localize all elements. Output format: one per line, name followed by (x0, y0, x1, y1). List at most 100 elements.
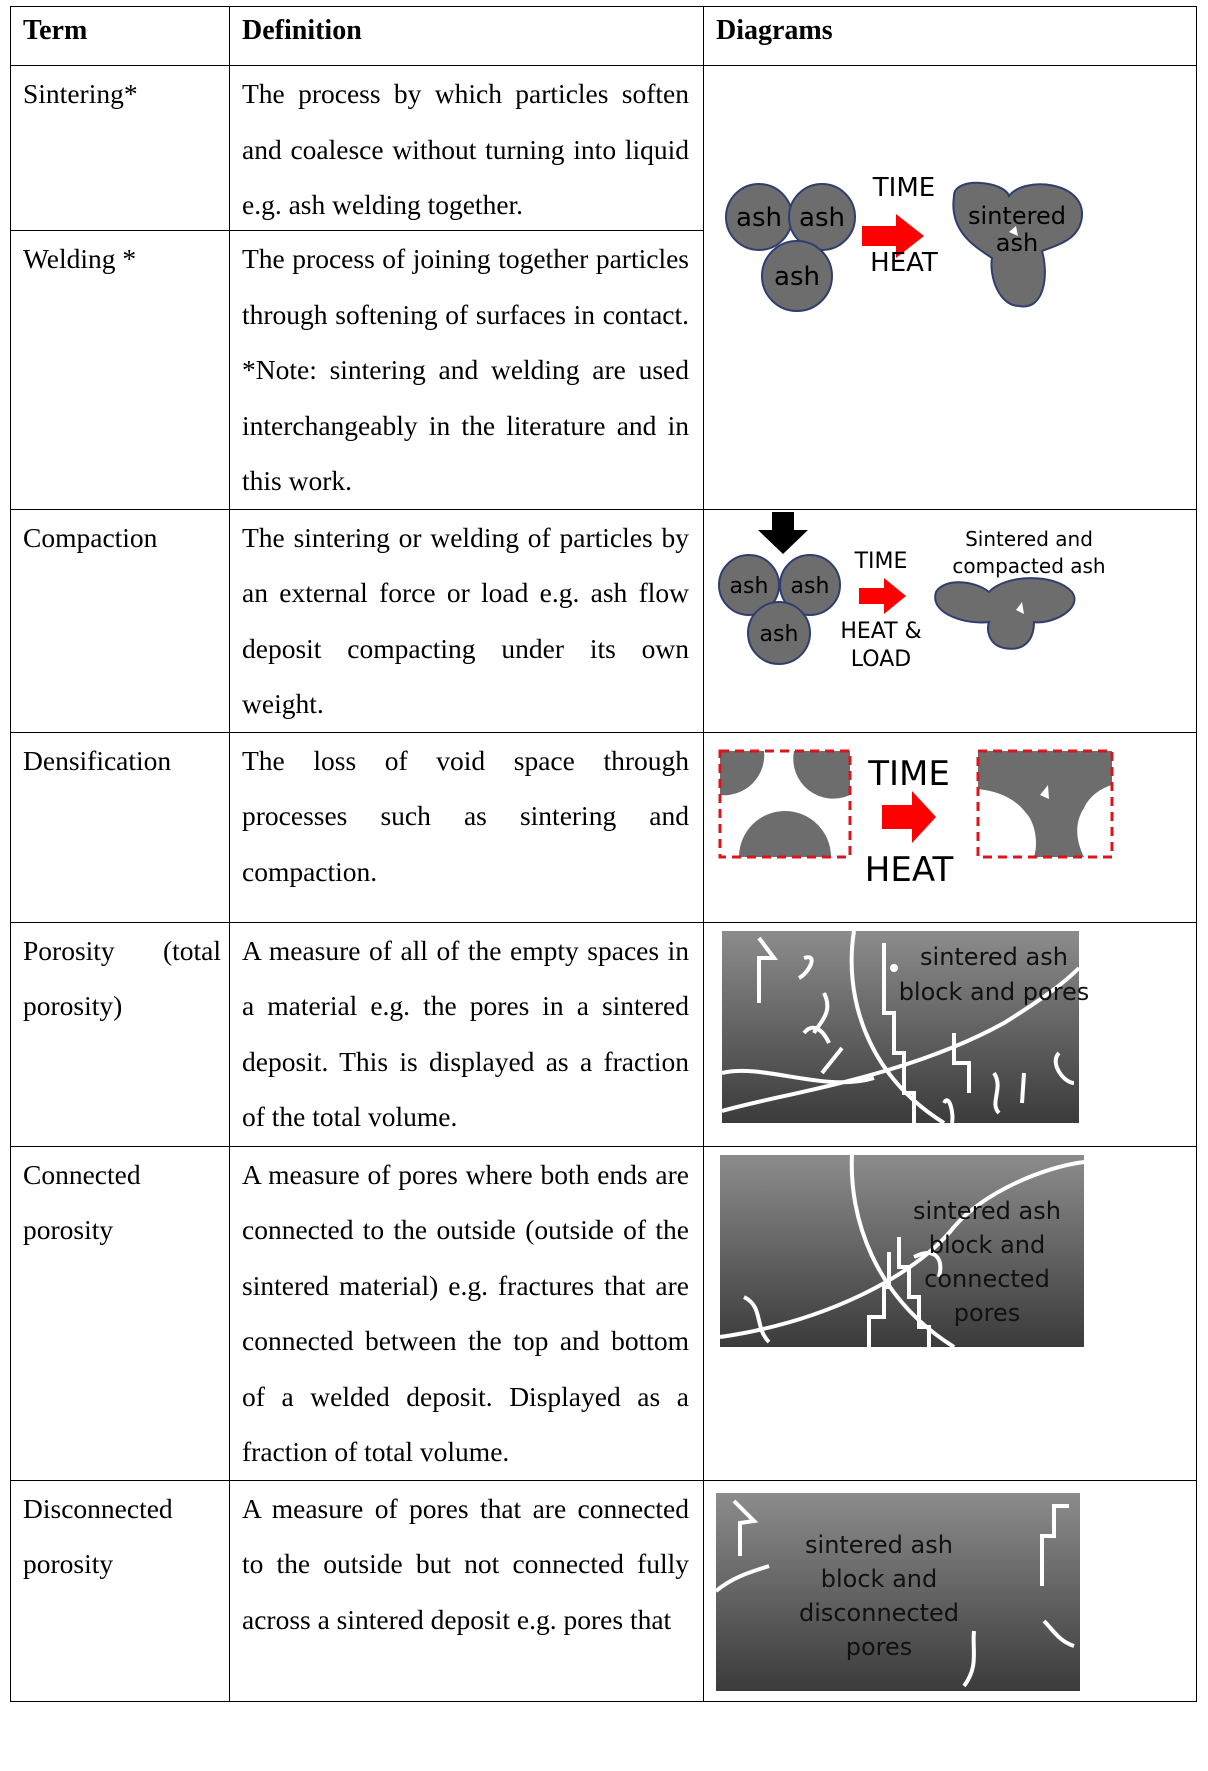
definition-welding: The process of joining together particle… (230, 230, 703, 509)
ash-label: ash (799, 203, 845, 233)
label-line2: block and (821, 1565, 937, 1593)
block-shape (720, 1154, 1084, 1347)
heat-load-line1: HEAT & (840, 619, 921, 644)
ash-label: ash (791, 574, 830, 599)
dashed-box (718, 749, 852, 858)
pore-shape (1009, 226, 1018, 236)
pore-line (757, 936, 778, 1003)
pore-line (721, 1068, 875, 1084)
diagram-cell: sintered ash block and connected pores (703, 1145, 1197, 1481)
pore-line (714, 1563, 770, 1593)
pore-dot (890, 963, 898, 972)
right-arrow-icon (859, 577, 906, 614)
pore-line (962, 1630, 976, 1687)
ash-label: ash (774, 262, 820, 292)
table-row: Compaction The sintering or welding of p… (10, 508, 1197, 733)
heat-label: HEAT (865, 850, 954, 890)
block-shape (716, 1492, 1080, 1691)
pores-group (721, 930, 1081, 1125)
diagram-cell: sintered ash block and pores (703, 921, 1197, 1147)
label-line2: block and (929, 1231, 1045, 1259)
heat-load-line2: LOAD (851, 647, 911, 672)
compacted-ash-shape (934, 576, 1076, 650)
particle-quarter (720, 750, 765, 795)
pore-line (742, 1294, 771, 1343)
definitions-page: Term Definition Diagrams Sintering* Weld… (10, 6, 1197, 1771)
right-arrow-icon (862, 214, 924, 258)
down-arrow-icon (758, 511, 808, 554)
pore-line (797, 954, 814, 980)
definition-porosity: A measure of all of the empty spaces in … (229, 921, 704, 1147)
definition-compaction: The sintering or welding of particles by… (229, 508, 704, 733)
term-porosity: Porosity (total porosity) (10, 921, 230, 1147)
compaction-diagram: ash ash ash TIME HEAT & LOAD Sintered an… (718, 511, 1106, 672)
header-row: Term Definition Diagrams (10, 6, 1197, 66)
dense-particles-box (976, 749, 1114, 858)
term-sintering: Sintering* (23, 78, 138, 109)
sintering-diagram: ash ash ash TIME HEAT sintered ash (725, 173, 1084, 312)
pore-line (1040, 1503, 1069, 1586)
diagram-cell: ash ash ash TIME HEAT & LOAD Sintered an… (703, 508, 1197, 733)
header-term: Term (10, 6, 230, 66)
diagram-cell: sintered ash block and disconnected pore… (703, 1479, 1197, 1702)
pore-line (732, 1499, 759, 1556)
pores-group (714, 1499, 1075, 1687)
diagram-cell: TIME HEAT (703, 731, 1197, 923)
ash-particles: ash ash ash (725, 183, 856, 312)
term-welding: Welding * (11, 230, 229, 287)
pore-line (992, 1071, 1001, 1114)
pore-shape (1016, 601, 1024, 614)
term-densification: Densification (10, 731, 230, 923)
term-connected-porosity: Connected porosity (10, 1145, 230, 1481)
result-label-line1: sintered (968, 202, 1066, 230)
densification-diagram: TIME HEAT (718, 749, 1114, 890)
header-definition: Definition (229, 6, 704, 66)
table-row: Connected porosity A measure of pores wh… (10, 1145, 1197, 1481)
header-diagrams: Diagrams (703, 6, 1197, 66)
time-label: TIME (854, 549, 908, 574)
label-line4: pores (954, 1299, 1021, 1327)
definition-cell: The process by which particles soften an… (229, 65, 704, 510)
term-compaction: Compaction (10, 508, 230, 733)
loose-particles-box (718, 749, 852, 858)
result-label-line2: compacted ash (952, 554, 1105, 578)
pore-line (867, 1251, 891, 1347)
label-line1: sintered ash (920, 943, 1068, 971)
pore-line (849, 930, 946, 1125)
result-label-line2: ash (996, 229, 1038, 257)
particle-half (739, 810, 831, 857)
pore-line (913, 1250, 943, 1277)
pore-line (1053, 1051, 1075, 1085)
pores-group (719, 1154, 1085, 1349)
definition-connected-porosity: A measure of pores where both ends are c… (229, 1145, 704, 1481)
right-arrow-icon (882, 790, 936, 843)
pore-line (897, 1236, 931, 1347)
definition-disconnected-porosity: A measure of pores that are connected to… (229, 1479, 704, 1702)
pore-line (820, 1046, 844, 1074)
table-row: Porosity (total porosity) A measure of a… (10, 921, 1197, 1147)
definition-densification: The loss of void space through processes… (229, 731, 704, 923)
label-line1: sintered ash (913, 1197, 1061, 1225)
ash-label: ash (730, 574, 769, 599)
pore-line (942, 1098, 955, 1123)
label-line2: block and pores (899, 978, 1090, 1006)
time-label: TIME (872, 173, 935, 203)
connected-porosity-diagram: sintered ash block and connected pores (719, 1154, 1085, 1349)
terms-table: Term Definition Diagrams Sintering* Weld… (10, 6, 1197, 1702)
porosity-diagram: sintered ash block and pores (721, 930, 1090, 1125)
time-label: TIME (867, 754, 950, 794)
pore-line (719, 1159, 1085, 1339)
densified-shape (978, 750, 1112, 857)
label-line3: disconnected (799, 1599, 959, 1627)
pore-line (802, 1025, 831, 1044)
dashed-box (976, 749, 1114, 858)
ash-particle (761, 240, 833, 312)
table-row: Sintering* Welding * The process by whic… (10, 65, 1197, 510)
term-disconnected-porosity: Disconnected porosity (10, 1479, 230, 1702)
pore-line (882, 942, 916, 1123)
ash-label: ash (736, 203, 782, 233)
disconnected-porosity-diagram: sintered ash block and disconnected pore… (714, 1492, 1080, 1691)
pore-line (1042, 1619, 1075, 1648)
definition-sintering: The process by which particles soften an… (242, 78, 689, 220)
result-label-line1: Sintered and (965, 527, 1093, 551)
